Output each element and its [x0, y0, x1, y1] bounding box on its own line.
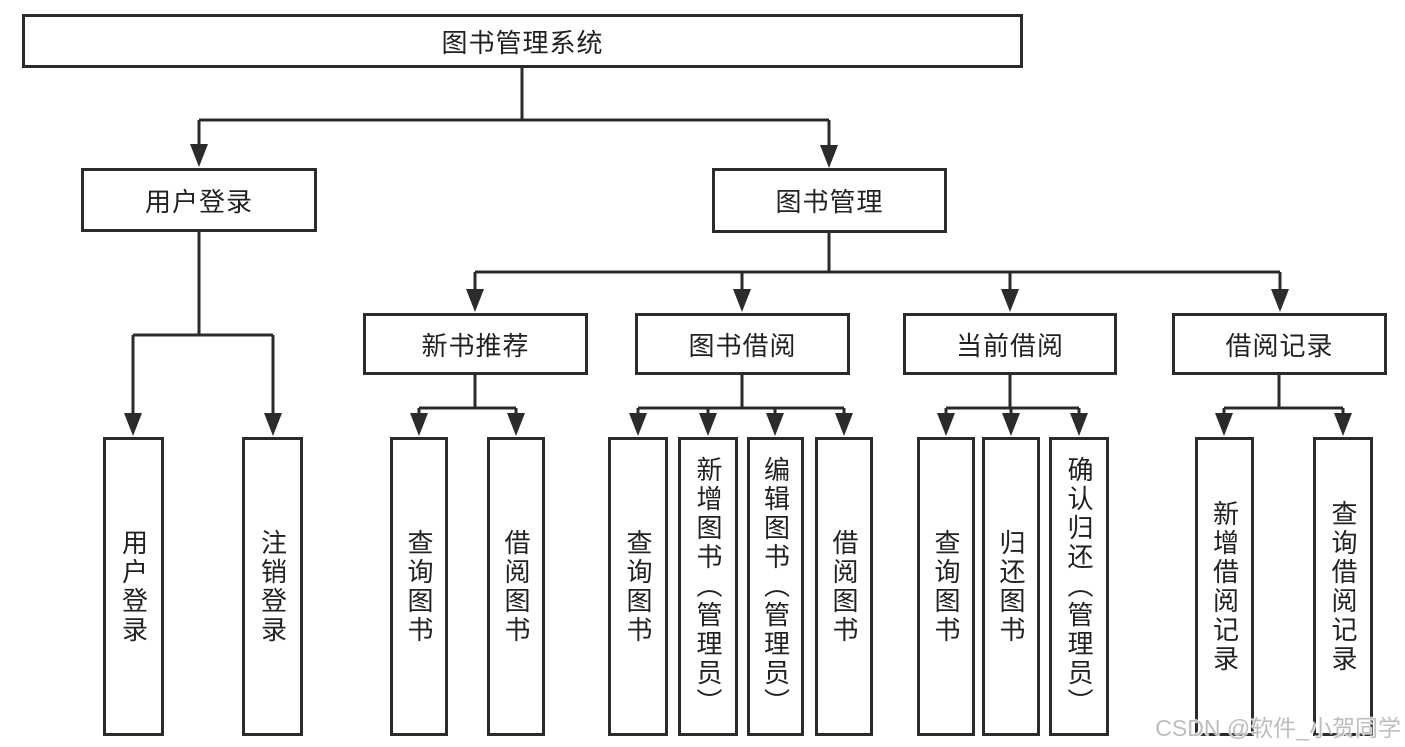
leaf-edit-books-admin: 编辑图书（管理员）: [747, 437, 804, 736]
leaf-borrow-books-recommend: 借阅图书: [487, 437, 545, 736]
leaf-add-borrow-record: 新增借阅记录: [1195, 437, 1254, 736]
leaf-return-books: 归还图书: [982, 437, 1040, 736]
node-root-system: 图书管理系统: [22, 14, 1023, 68]
node-new-book-recommend: 新书推荐: [363, 313, 588, 375]
node-user-login-group: 用户登录: [81, 168, 317, 232]
leaf-user-login: 用户登录: [103, 437, 164, 736]
node-book-borrowing: 图书借阅: [635, 313, 850, 375]
leaf-query-borrow-record: 查询借阅记录: [1313, 437, 1373, 736]
node-borrowing-records: 借阅记录: [1172, 313, 1387, 375]
leaf-query-books-borrow: 查询图书: [608, 437, 668, 736]
leaf-confirm-return-admin: 确认归还（管理员）: [1049, 437, 1109, 736]
leaf-logout: 注销登录: [242, 437, 303, 736]
leaf-borrow-books: 借阅图书: [815, 437, 873, 736]
node-book-management: 图书管理: [712, 168, 947, 233]
leaf-add-books-admin: 新增图书（管理员）: [678, 437, 738, 736]
leaf-query-books-current: 查询图书: [917, 437, 975, 736]
csdn-watermark: CSDN @软件_小贺同学: [1155, 715, 1401, 741]
leaf-query-books-recommend: 查询图书: [390, 437, 448, 736]
node-current-borrowing: 当前借阅: [903, 313, 1117, 375]
